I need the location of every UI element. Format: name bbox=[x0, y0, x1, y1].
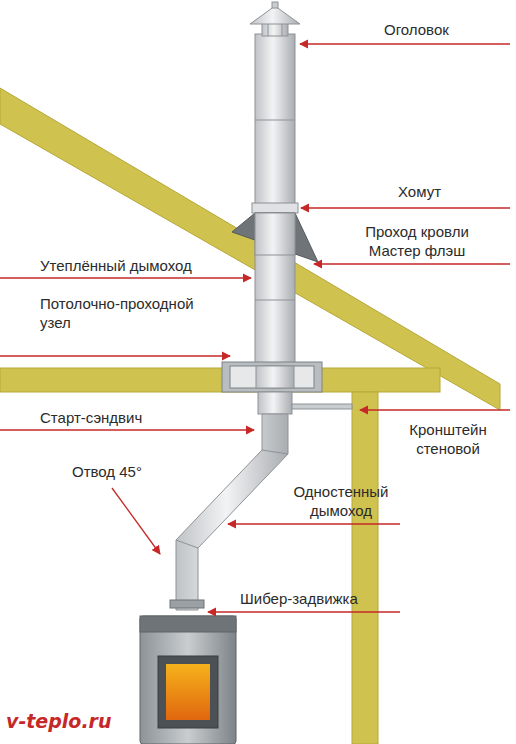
start-sandwich bbox=[258, 392, 292, 414]
part-label: Старт-сэндвич bbox=[40, 408, 142, 427]
cap-cone bbox=[250, 6, 300, 24]
wall-bracket bbox=[292, 404, 352, 409]
leader-lines bbox=[0, 44, 510, 612]
single-wall-pipe bbox=[176, 414, 288, 610]
part-label: Шибер-задвижка bbox=[240, 589, 358, 608]
ceiling-beam bbox=[0, 368, 440, 392]
stove bbox=[140, 616, 236, 744]
roof-slope bbox=[0, 88, 500, 410]
part-label: Кронштейн стеновой bbox=[392, 420, 504, 458]
part-label: Утеплённый дымоход bbox=[40, 256, 192, 275]
part-label: Проход кровли Мастер флэш bbox=[352, 222, 482, 260]
damper bbox=[170, 600, 204, 608]
ceiling-unit bbox=[222, 362, 322, 392]
part-label: Хомут bbox=[398, 182, 441, 201]
insulated-pipe bbox=[255, 34, 295, 370]
wall-post bbox=[352, 392, 378, 744]
part-label: Оголовок bbox=[384, 20, 449, 39]
master-flash bbox=[232, 213, 318, 262]
part-label: Потолочно-проходной узел bbox=[40, 294, 215, 332]
watermark: v-teplo.ru bbox=[6, 712, 112, 731]
clamp bbox=[252, 203, 298, 213]
part-label: Отвод 45° bbox=[72, 462, 142, 481]
part-label: Одностенный дымоход bbox=[282, 482, 400, 520]
